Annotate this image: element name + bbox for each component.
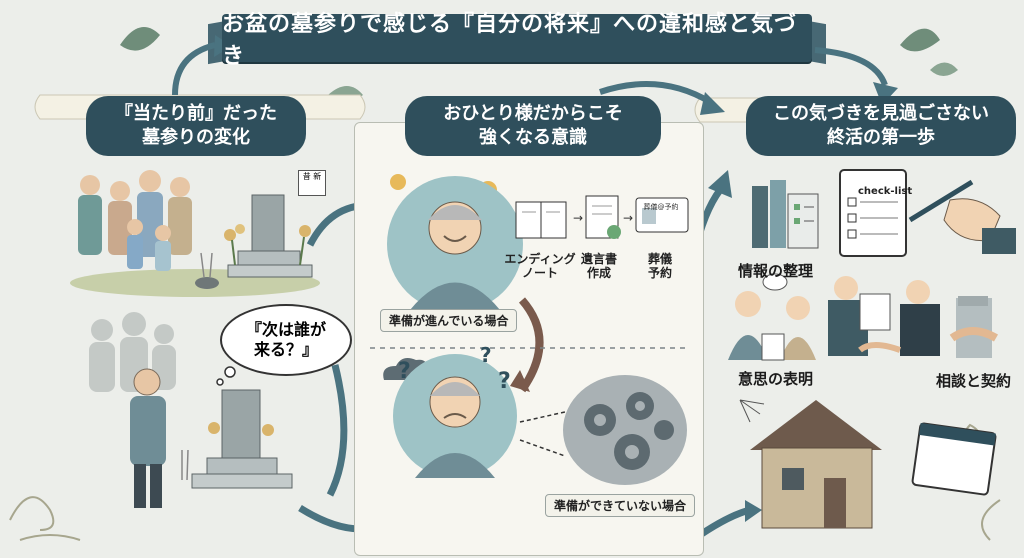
checklist-title: check-list xyxy=(858,186,913,197)
section-heading-2: おひとり様だからこそ 強くなる意識 xyxy=(405,96,661,156)
status-unprepared: 準備ができていない場合 xyxy=(545,494,696,517)
flowers-icon xyxy=(224,224,311,266)
doc-label-ending-note-1: エンディング xyxy=(504,252,576,266)
step-intent: 意思の表明 xyxy=(738,370,814,388)
arrow-icon xyxy=(599,81,712,105)
middle-illustrations: → → ? ? ? xyxy=(370,174,690,485)
doc-label-will-2: 作成 xyxy=(586,266,611,280)
calendar-icon: 昔 新 xyxy=(298,170,326,196)
id-card-text: 葬儀@予約 xyxy=(643,203,679,211)
building-icon xyxy=(958,296,988,306)
step-consult: 相談と契約 xyxy=(936,372,1012,390)
handshake-icon xyxy=(828,276,940,356)
arrow-icon xyxy=(519,439,566,457)
leaf-icon xyxy=(900,28,940,52)
svg-text:?: ? xyxy=(498,369,511,394)
section-heading-1-line2: 墓参りの変化 xyxy=(142,127,250,148)
abandoned-house-icon xyxy=(739,399,882,529)
speech-line2: 来る？』 xyxy=(253,340,318,359)
title-banner: お盆の墓参りで感じる『自分の将来』への違和感と気づき xyxy=(222,12,812,69)
gears-cloud-icon xyxy=(563,375,687,485)
leaf-icon xyxy=(930,62,958,76)
section-heading-3-line2: 終活の第一歩 xyxy=(827,127,935,148)
thought-dots xyxy=(216,366,236,386)
step-info: 情報の整理 xyxy=(738,262,814,280)
section-heading-3-line1: この気づきを見過ごさない xyxy=(773,103,989,124)
arrow-icon xyxy=(519,411,566,423)
family-figures xyxy=(78,170,192,271)
section-heading-2-line2: 強くなる意識 xyxy=(479,127,587,148)
calendar-icon xyxy=(911,422,997,496)
speech-bubble: 『次は誰が 来る？』 xyxy=(220,304,352,376)
arrow-icon xyxy=(326,364,348,497)
arrow-icon xyxy=(518,297,544,393)
incense-icon xyxy=(181,449,189,481)
incense-burner-icon xyxy=(195,252,219,289)
checklist-icon xyxy=(839,169,907,257)
doc-label-ending-note: エンディング ノート xyxy=(498,252,582,280)
section-heading-3: この気づきを見過ごさない 終活の第一歩 xyxy=(746,96,1016,156)
section-heading-1: 『当たり前』だった 墓参りの変化 xyxy=(86,96,306,156)
binders-icon xyxy=(752,180,819,249)
speech-line1: 『次は誰が xyxy=(245,320,326,339)
prepared-man-icon xyxy=(387,176,523,312)
svg-text:→: → xyxy=(573,211,583,225)
doc-label-ending-note-2: ノート xyxy=(521,266,558,280)
doc-label-will-1: 遺言書 xyxy=(580,252,617,266)
will-document-icon xyxy=(585,195,621,239)
svg-text:?: ? xyxy=(398,359,411,384)
consultation-icon xyxy=(728,273,816,361)
flowers-icon xyxy=(208,422,274,436)
section-heading-2-line1: おひとり様だからこそ xyxy=(443,103,623,124)
svg-text:→: → xyxy=(623,211,633,225)
right-illustrations xyxy=(728,169,1016,529)
unprepared-man-icon: ? ? ? xyxy=(393,343,517,478)
section-heading-1-line1: 『当たり前』だった xyxy=(115,103,277,124)
ornament-icon xyxy=(9,496,81,541)
leaf-icon xyxy=(120,27,160,51)
notebook-icon xyxy=(515,201,567,239)
doc-label-will: 遺言書 作成 xyxy=(574,252,624,280)
doc-label-funeral: 葬儀 予約 xyxy=(638,252,682,280)
hand-pen-icon xyxy=(908,179,1016,254)
arrow-icon xyxy=(172,42,216,96)
doc-label-funeral-2: 予約 xyxy=(647,266,672,280)
ghost-family-icon xyxy=(89,312,176,392)
elderly-man-icon xyxy=(130,368,166,508)
svg-text:?: ? xyxy=(480,343,492,367)
arrow-icon xyxy=(814,47,888,87)
status-prepared: 準備が進んでいる場合 xyxy=(380,309,518,332)
id-card-icon xyxy=(635,197,689,233)
lonely-grave-illustration xyxy=(89,312,293,508)
grave-icon xyxy=(191,389,293,489)
calendar-tag: 昔 新 xyxy=(302,172,322,181)
contract-handshake-icon xyxy=(949,298,999,358)
doc-label-funeral-1: 葬儀 xyxy=(647,252,672,266)
family-grave-illustration xyxy=(70,170,320,297)
